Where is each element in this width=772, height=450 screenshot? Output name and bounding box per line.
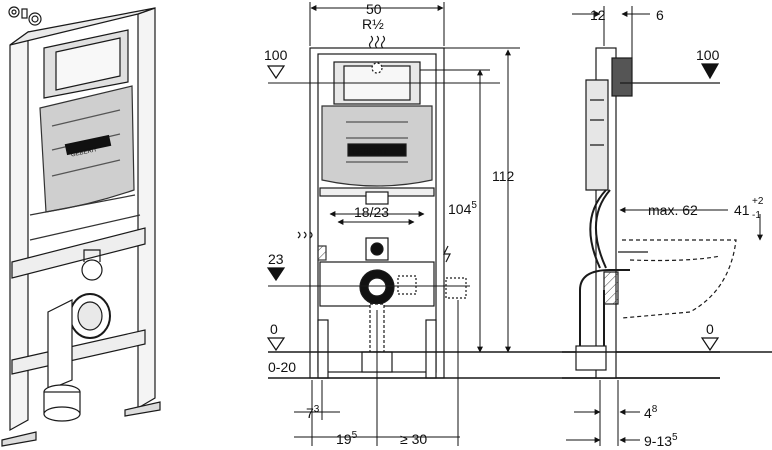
seat-tol-plus: +2 — [752, 196, 764, 207]
foot-sup: 8 — [652, 404, 658, 415]
side-floor-label: 0 — [706, 321, 714, 337]
seat-height-label: 41 — [734, 202, 750, 218]
drain-offset-label: 195 — [336, 430, 358, 447]
front-width-label: 50 — [366, 1, 382, 17]
side-offset-label: 6 — [656, 7, 664, 23]
wall-range-sup: 5 — [672, 432, 678, 443]
foot-label: 48 — [644, 404, 658, 421]
seat-tol-minus: -1 — [752, 210, 761, 221]
front-logo: GEBERIT — [352, 147, 387, 156]
side-dimensions — [566, 6, 763, 446]
side-flush-height-label: 100 — [696, 47, 720, 63]
perspective-view: GEBERIT — [1, 6, 161, 447]
bowl-projection-label: max. 62 — [648, 202, 698, 218]
side-view — [562, 47, 772, 379]
water-inlet-icon — [368, 35, 386, 49]
electric-icon — [443, 245, 451, 263]
water-supply-icon — [297, 231, 313, 239]
drain-height-label: 23 — [268, 251, 284, 267]
left-offset-value: 7 — [306, 405, 314, 421]
connection-label: R½ — [362, 16, 384, 32]
drain-offset-sup: 5 — [352, 430, 358, 441]
front-floor-label: 0 — [270, 321, 278, 337]
front-dimensions — [294, 2, 520, 446]
total-height-label: 112 — [492, 168, 515, 184]
drain-offset-value: 19 — [336, 431, 352, 447]
foot-value: 4 — [644, 405, 652, 421]
front-flush-height-label: 100 — [264, 47, 288, 63]
side-level-markers — [700, 63, 720, 352]
fittings-icon — [8, 6, 42, 26]
wall-range-value: 9-13 — [644, 433, 672, 449]
left-offset-sup: 3 — [314, 404, 320, 415]
front-level-markers — [266, 65, 286, 352]
min-clearance-label: ≥ 30 — [400, 431, 427, 447]
tank-height-value: 104 — [448, 201, 472, 217]
inlet-span-label: 18/23 — [354, 204, 389, 220]
perspective-logo: GEBERIT — [71, 147, 98, 158]
tank-height-label: 1045 — [448, 200, 477, 217]
side-depth-label: 12 — [590, 7, 606, 23]
wall-range-label: 9-135 — [644, 432, 678, 449]
tank-height-sup: 5 — [471, 200, 477, 211]
left-offset-label: 73 — [306, 404, 320, 421]
floor-range-label: 0-20 — [268, 359, 296, 375]
